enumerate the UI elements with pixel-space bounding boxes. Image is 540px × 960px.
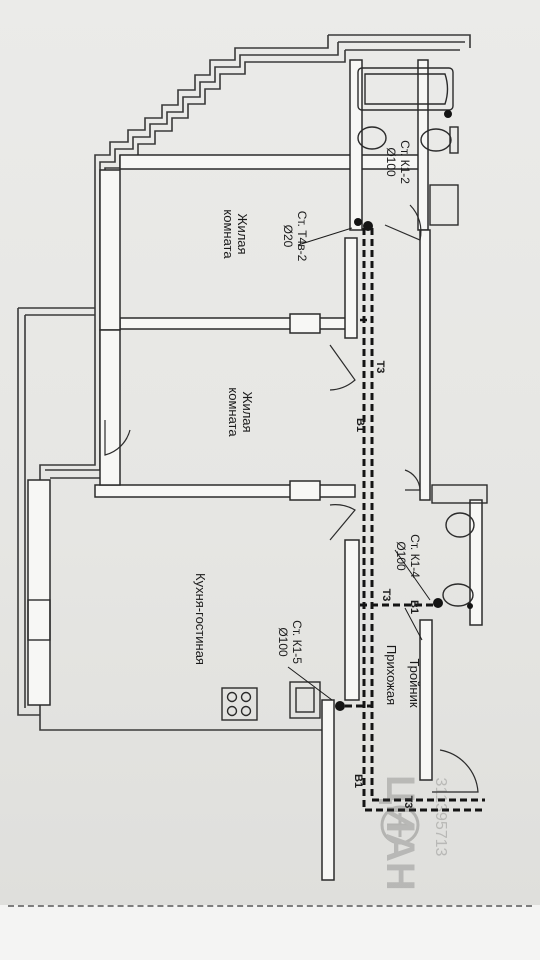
door-swing <box>104 420 131 456</box>
wall <box>289 313 321 334</box>
outer-wall-line <box>45 41 465 471</box>
living-room-2-line-2: комната <box>226 387 241 437</box>
riser-marker <box>433 598 443 608</box>
living-room-2-line-1: Жилая <box>240 391 255 433</box>
wall <box>119 154 421 170</box>
riser-k1-4-name: Ст. К1-4 <box>408 534 422 578</box>
riser-label-t4v-2: Ст. Т4в-2 Ø20 <box>281 201 309 271</box>
tee-label-text: Тройник <box>407 658 422 708</box>
pipe-tag-v1: В1 <box>354 417 366 433</box>
riser-k1-2-name: Ст. К1-2 <box>398 140 412 184</box>
riser-k1-4-diameter: Ø100 <box>394 541 408 571</box>
riser-marker <box>335 701 345 711</box>
toilet <box>420 128 452 152</box>
room-label-kitchen: Кухня-гостиная <box>193 564 208 674</box>
outer-wall-line <box>17 307 95 716</box>
door-swing <box>384 204 422 241</box>
bathtub <box>357 67 454 111</box>
door-swing <box>404 469 421 491</box>
tee-label: Тройник <box>407 653 422 713</box>
wall <box>419 229 431 501</box>
riser-label-k1-5: Ст. К1-5 Ø100 <box>276 612 304 672</box>
pipe-tag-v1: В1 <box>408 599 420 615</box>
pipe-v1 <box>362 228 485 812</box>
riser-t4v-2-name: Ст. Т4в-2 <box>295 210 309 262</box>
shelf <box>429 184 459 226</box>
pipe-tag-t3: Т3 <box>374 360 386 374</box>
outer-wall-line <box>39 34 471 731</box>
washbasin <box>357 126 387 150</box>
leader-line <box>297 227 353 246</box>
burner <box>226 705 238 717</box>
riser-label-k1-4: Ст. К1-4 Ø100 <box>394 526 422 586</box>
washbasin <box>445 512 475 538</box>
kitchen-sink-bowl <box>295 687 315 713</box>
wall <box>99 329 121 486</box>
hallway-label-text: Прихожая <box>384 644 399 706</box>
bathtub-inner <box>364 73 449 105</box>
wall <box>419 619 433 781</box>
wall <box>344 539 360 701</box>
wall <box>99 169 121 331</box>
leader-line <box>287 666 333 701</box>
watermark: ЦИАН 311395713 <box>300 770 500 891</box>
riser-marker <box>363 221 373 231</box>
toilet-tank <box>449 126 459 154</box>
burner <box>240 691 252 703</box>
riser-marker <box>354 218 362 226</box>
room-label-hallway: Прихожая <box>384 640 399 710</box>
watermark-logo-icon <box>380 805 420 845</box>
riser-marker <box>444 110 452 118</box>
living-room-1-line-1: Жилая <box>235 213 250 255</box>
kitchen-sink <box>289 681 321 719</box>
burner <box>240 705 252 717</box>
living-room-1-line-2: комната <box>221 209 236 259</box>
burner <box>226 691 238 703</box>
wall <box>289 480 321 501</box>
wall <box>344 237 358 339</box>
leader-line <box>394 549 431 601</box>
room-label-living-room-2: Жилая комната <box>226 382 255 442</box>
door-swing <box>329 344 356 391</box>
door-swing <box>432 749 479 793</box>
divider <box>8 905 532 907</box>
shelf <box>431 484 488 504</box>
wall <box>321 699 335 881</box>
riser-t4v-2-diameter: Ø20 <box>281 224 295 248</box>
riser-k1-2-diameter: Ø100 <box>384 147 398 177</box>
door-swing <box>329 504 356 541</box>
riser-k1-5-name: Ст. К1-5 <box>290 620 304 664</box>
leader-line <box>404 607 423 641</box>
riser-marker <box>467 603 473 609</box>
kitchen-label-text: Кухня-гостиная <box>193 573 208 665</box>
watermark-text: ЦИАН <box>378 775 422 891</box>
outer-wall-line <box>24 314 95 708</box>
toilet <box>442 583 474 607</box>
bottom-margin <box>0 905 540 960</box>
riser-label-k1-2: Ст. К1-2 Ø100 <box>384 132 412 192</box>
riser-k1-5-diameter: Ø100 <box>276 627 290 657</box>
watermark-number: 311395713 <box>432 777 449 857</box>
room-label-living-room-1: Жилая комната <box>221 204 250 264</box>
stove <box>221 687 258 721</box>
pipe-t3 <box>370 228 485 802</box>
pipe-tag-t3: Т3 <box>380 588 392 602</box>
wall <box>27 479 51 706</box>
window <box>27 599 51 641</box>
